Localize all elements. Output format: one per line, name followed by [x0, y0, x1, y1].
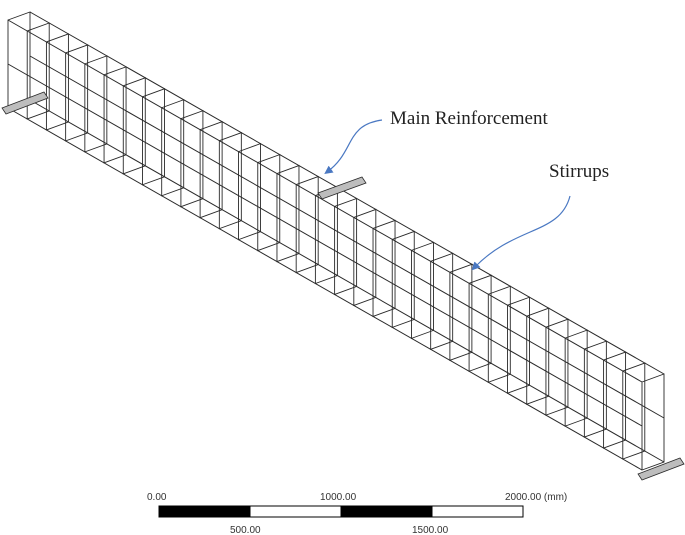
scale-label-1500: 1500.00 — [412, 525, 449, 535]
main-reinforcement-arrow — [324, 119, 383, 174]
longitudinal-bar — [29, 11, 665, 375]
longitudinal-bar — [7, 63, 643, 427]
end-plate-right — [637, 457, 685, 481]
end-plate-left — [1, 91, 49, 115]
scale-segment-1 — [159, 506, 250, 517]
rebar-cage — [7, 11, 665, 471]
scale-segment-2 — [249, 505, 342, 518]
stirrups-arrow — [471, 195, 571, 271]
scale-label-1000: 1000.00 — [320, 492, 357, 503]
scale-label-2000: 2000.00 (mm) — [505, 492, 567, 503]
longitudinal-bar — [7, 19, 643, 383]
stirrups-label: Stirrups — [549, 161, 609, 182]
longitudinal-bar — [7, 107, 643, 471]
scale-label-500: 500.00 — [230, 525, 261, 535]
scale-label-0: 0.00 — [147, 492, 167, 503]
scale-segment-4 — [431, 505, 524, 518]
longitudinal-bar — [29, 55, 665, 419]
scale-bar: 0.00 1000.00 2000.00 (mm) 500.00 1500.00 — [147, 492, 567, 535]
main-reinforcement-stub — [317, 176, 367, 200]
scale-segment-3 — [341, 506, 432, 517]
main-reinforcement-label: Main Reinforcement — [390, 108, 548, 129]
longitudinal-bar — [29, 99, 665, 463]
